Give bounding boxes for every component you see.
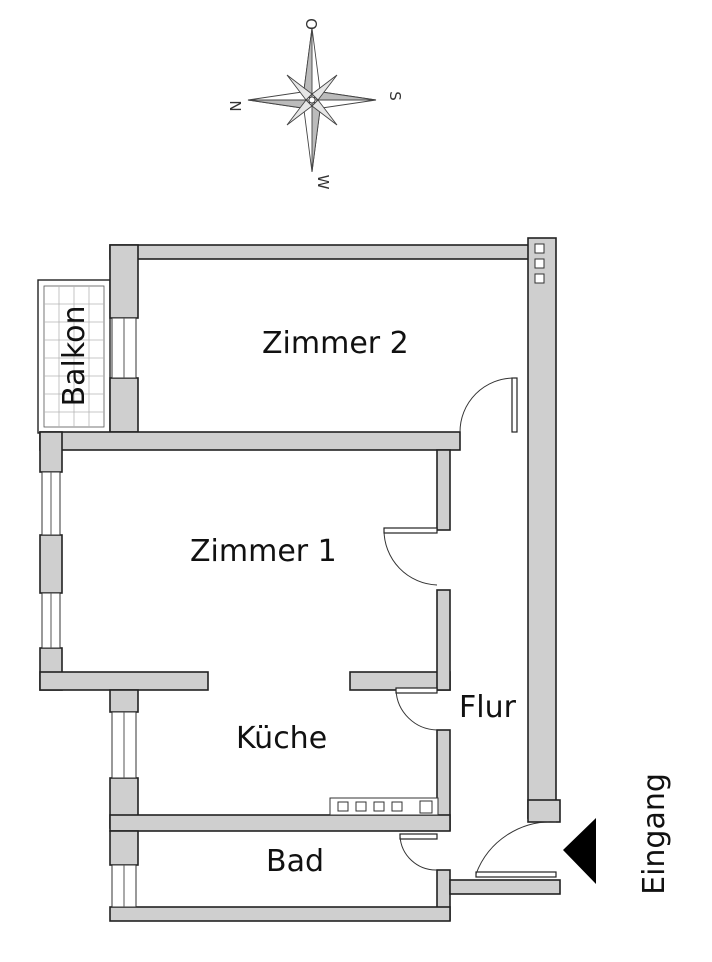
room-label-kueche: Küche [236, 721, 327, 756]
compass-east-label: O [302, 18, 320, 30]
door-zimmer2 [459, 377, 518, 433]
door-zimmer1 [383, 527, 438, 586]
compass-north-label: N [226, 100, 244, 111]
compass-west-label: W [314, 175, 332, 190]
room-label-balkon: Balkon [57, 306, 92, 407]
entrance-label: Eingang [637, 773, 672, 895]
room-label-bad: Bad [266, 844, 324, 879]
doors [383, 377, 557, 878]
compass-south-label: S [386, 91, 404, 101]
balcony [37, 279, 111, 434]
door-kueche [395, 687, 438, 731]
windows [41, 317, 137, 908]
room-label-flur: Flur [459, 690, 517, 725]
door-entrance [475, 821, 557, 878]
kitchen-counter [329, 797, 439, 816]
entrance-arrow-icon [563, 818, 596, 884]
compass-star-icon [247, 27, 377, 173]
door-bad [399, 833, 438, 871]
room-label-zimmer1: Zimmer 1 [190, 534, 337, 569]
walls [39, 237, 561, 922]
room-label-zimmer2: Zimmer 2 [262, 326, 409, 361]
compass-rose: N O S W [226, 18, 404, 189]
balcony-tiles [44, 286, 104, 427]
